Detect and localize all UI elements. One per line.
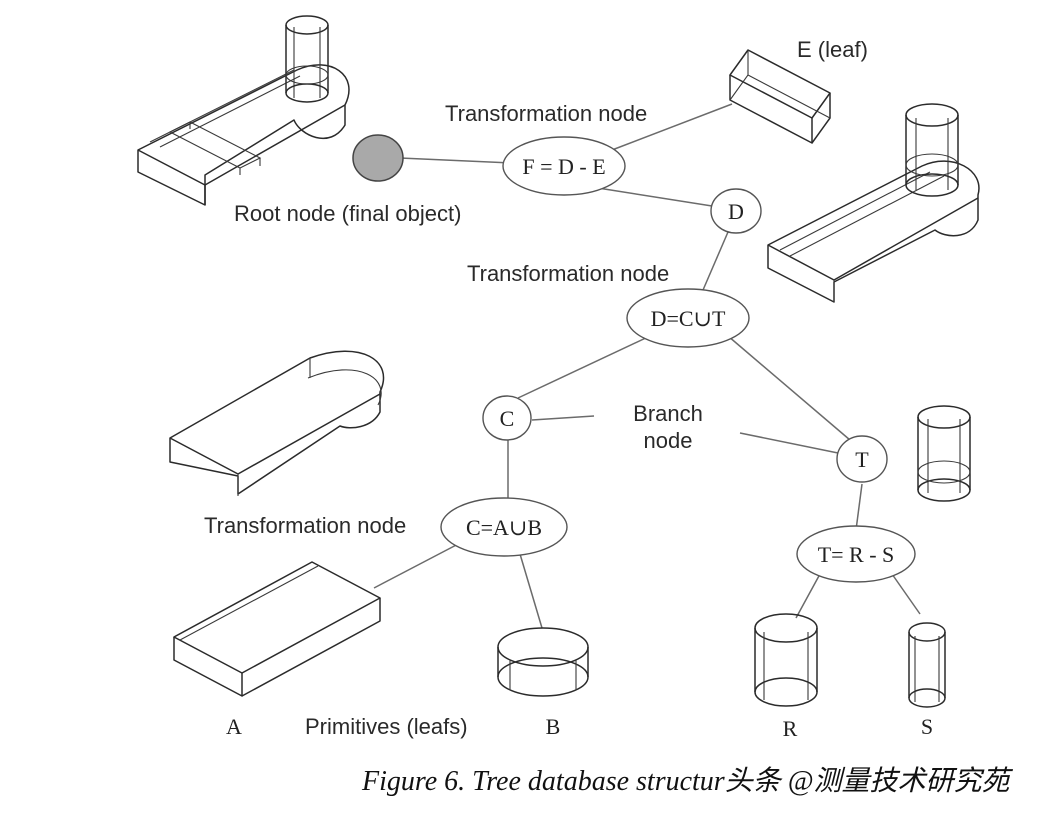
edge-c-branch xyxy=(531,415,595,421)
label-leaf-s: S xyxy=(921,714,933,739)
edge-tdiff-s xyxy=(891,573,921,615)
edge-dunion-t xyxy=(727,335,851,441)
shape-primitive-s xyxy=(908,622,946,708)
node-t: T xyxy=(836,435,888,483)
label-transformation-low: Transformation node xyxy=(204,513,406,538)
shape-object-t xyxy=(917,405,971,502)
label-leaf-e: E (leaf) xyxy=(797,37,868,62)
label-leaf-b: B xyxy=(546,714,561,739)
label-transformation-top: Transformation node xyxy=(445,101,647,126)
label-leaf-r: R xyxy=(783,716,798,741)
edge-branch-t xyxy=(739,432,839,454)
label-root: Root node (final object) xyxy=(234,201,461,226)
edge-d-dunion xyxy=(699,231,729,298)
tree-edges xyxy=(373,103,921,629)
node-f: F = D - E xyxy=(502,136,626,196)
edge-tdiff-r xyxy=(795,573,821,619)
node-t-diff: T= R - S xyxy=(796,525,916,583)
shape-object-c xyxy=(169,350,385,496)
edge-root-f xyxy=(399,157,513,164)
label-primitives: Primitives (leafs) xyxy=(305,714,468,739)
figure-caption: Figure 6. Tree database structur头条 @测量技术… xyxy=(361,766,1013,797)
node-c-union: C=A∪B xyxy=(440,497,568,557)
edge-cunion-a xyxy=(373,541,463,589)
node-t-label: T xyxy=(855,447,869,472)
node-f-label: F = D - E xyxy=(522,154,605,179)
label-branch-1: Branch xyxy=(633,401,703,426)
shape-primitive-a xyxy=(173,561,381,697)
label-transformation-mid: Transformation node xyxy=(467,261,669,286)
node-c-label: C xyxy=(500,406,515,431)
node-d-union-label: D=C∪T xyxy=(651,306,726,331)
shape-object-d xyxy=(767,103,980,303)
shape-final-object xyxy=(137,15,350,206)
node-d-label: D xyxy=(728,199,744,224)
node-d-union: D=C∪T xyxy=(626,288,750,348)
node-t-diff-label: T= R - S xyxy=(818,542,895,567)
edge-f-d xyxy=(597,187,713,207)
label-leaf-a: A xyxy=(226,714,242,739)
shape-primitive-b xyxy=(497,627,589,697)
shape-box-e xyxy=(729,49,831,144)
edge-f-e xyxy=(611,103,733,151)
shape-primitive-r xyxy=(754,613,818,707)
label-branch-2: node xyxy=(644,428,693,453)
node-c-union-label: C=A∪B xyxy=(466,515,542,540)
node-c: C xyxy=(482,395,532,441)
root-node xyxy=(352,134,404,182)
edge-dunion-c xyxy=(517,335,651,399)
edge-t-tdiff xyxy=(855,483,863,531)
node-d: D xyxy=(710,188,762,234)
edge-cunion-b xyxy=(519,553,543,629)
